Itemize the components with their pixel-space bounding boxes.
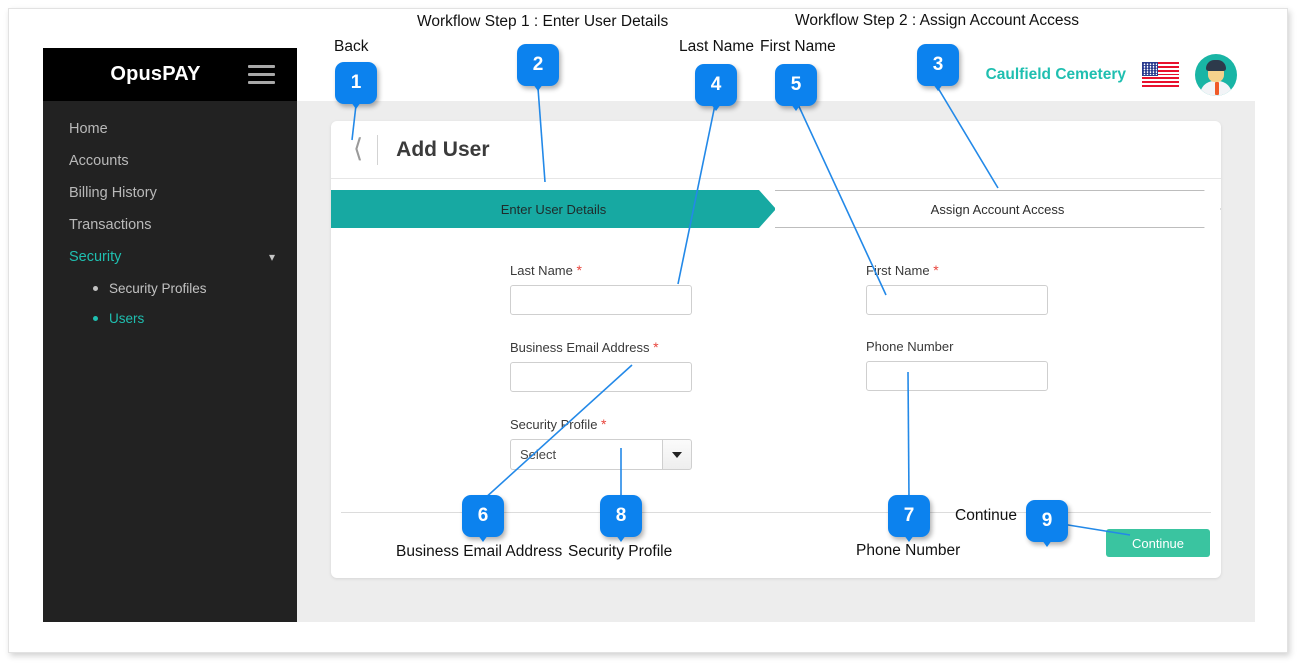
sidebar-item-label: Home	[69, 121, 108, 137]
hamburger-bar	[248, 73, 275, 76]
required-marker: *	[933, 262, 939, 278]
first-name-label: First Name *	[866, 262, 1048, 278]
phone-number-input[interactable]	[866, 361, 1048, 391]
form-row: Security Profile * Select	[331, 416, 1221, 470]
sidebar-subitem-label: Security Profiles	[109, 280, 207, 296]
business-email-label: Business Email Address *	[510, 339, 692, 355]
label-text: Phone Number	[866, 339, 954, 354]
continue-button[interactable]: Continue	[1106, 529, 1210, 557]
label-text: Last Name	[510, 263, 573, 278]
phone-number-field-group: Phone Number	[866, 339, 1048, 392]
add-user-card: ⟨ Add User Enter User Details Assign Acc…	[331, 121, 1221, 578]
step-label: Assign Account Access	[930, 201, 1065, 217]
sidebar-item-security[interactable]: Security ▾	[43, 241, 297, 273]
top-bar: Caulfield Cemetery	[297, 48, 1255, 101]
sidebar-item-home[interactable]: Home	[43, 113, 297, 145]
form-row: Business Email Address * Phone Number	[331, 339, 1221, 392]
label-text: Security Profile	[510, 417, 598, 432]
bullet-icon	[93, 315, 98, 321]
sidebar-item-label: Security	[69, 249, 122, 265]
sidebar-item-accounts[interactable]: Accounts	[43, 145, 297, 177]
user-avatar-icon[interactable]	[1195, 53, 1237, 96]
hamburger-bar	[248, 65, 275, 68]
sidebar-item-billing-history[interactable]: Billing History	[43, 177, 297, 209]
page-frame: OpusPAY Home Accounts Billing	[8, 8, 1288, 653]
required-marker: *	[653, 339, 659, 355]
chevron-down-icon[interactable]	[662, 439, 692, 470]
sidebar-brand-bar: OpusPAY	[43, 48, 297, 101]
step-label: Enter User Details	[500, 201, 607, 217]
sidebar-item-label: Billing History	[69, 185, 157, 201]
back-chevron-icon[interactable]: ⟨	[353, 132, 364, 163]
card-header: ⟨ Add User	[331, 121, 1221, 179]
security-profile-selected-value[interactable]: Select	[510, 439, 662, 470]
form-row: Last Name * First Name *	[331, 262, 1221, 315]
security-profile-select[interactable]: Select	[510, 439, 692, 470]
hamburger-icon[interactable]	[248, 65, 275, 84]
sidebar-subitem-label: Users	[109, 310, 145, 326]
chevron-down-icon: ▾	[268, 250, 275, 264]
security-profile-label: Security Profile *	[510, 416, 692, 432]
form-footer-divider	[341, 512, 1211, 513]
content-area: ⟨ Add User Enter User Details Assign Acc…	[297, 101, 1255, 622]
security-profile-field-group: Security Profile * Select	[510, 416, 692, 470]
header-divider	[377, 134, 379, 165]
phone-number-label: Phone Number	[866, 339, 1048, 354]
business-email-input[interactable]	[510, 362, 692, 392]
sidebar-nav: Home Accounts Billing History Transactio…	[43, 101, 297, 333]
main-region: Caulfield Cemetery	[297, 48, 1255, 622]
sidebar-item-transactions[interactable]: Transactions	[43, 209, 297, 241]
bullet-icon	[93, 285, 98, 291]
sidebar-item-label: Transactions	[69, 217, 152, 233]
sidebar-item-security-profiles[interactable]: Security Profiles	[43, 273, 297, 303]
app-shell: OpusPAY Home Accounts Billing	[43, 48, 1255, 622]
last-name-input[interactable]	[510, 285, 692, 315]
brand-logo: OpusPAY	[110, 63, 201, 85]
last-name-label: Last Name *	[510, 262, 692, 278]
hamburger-bar	[248, 81, 275, 84]
sidebar-item-users[interactable]: Users	[43, 303, 297, 333]
flag-canton	[1142, 62, 1158, 76]
workflow-step-ribbon: Enter User Details Assign Account Access	[331, 190, 1221, 228]
required-marker: *	[576, 262, 582, 278]
last-name-field-group: Last Name *	[510, 262, 692, 315]
first-name-field-group: First Name *	[866, 262, 1048, 315]
sidebar-item-label: Accounts	[69, 153, 129, 169]
tab-enter-user-details[interactable]: Enter User Details	[331, 190, 776, 228]
us-flag-icon[interactable]	[1142, 62, 1179, 87]
tab-assign-account-access[interactable]: Assign Account Access	[775, 190, 1221, 228]
first-name-input[interactable]	[866, 285, 1048, 315]
required-marker: *	[601, 416, 607, 432]
add-user-form: Last Name * First Name *	[331, 228, 1221, 470]
page-title: Add User	[396, 137, 490, 161]
business-email-field-group: Business Email Address *	[510, 339, 692, 392]
sidebar: OpusPAY Home Accounts Billing	[43, 48, 297, 622]
label-text: Business Email Address	[510, 340, 650, 355]
label-text: First Name	[866, 263, 930, 278]
organization-name: Caulfield Cemetery	[985, 65, 1126, 83]
